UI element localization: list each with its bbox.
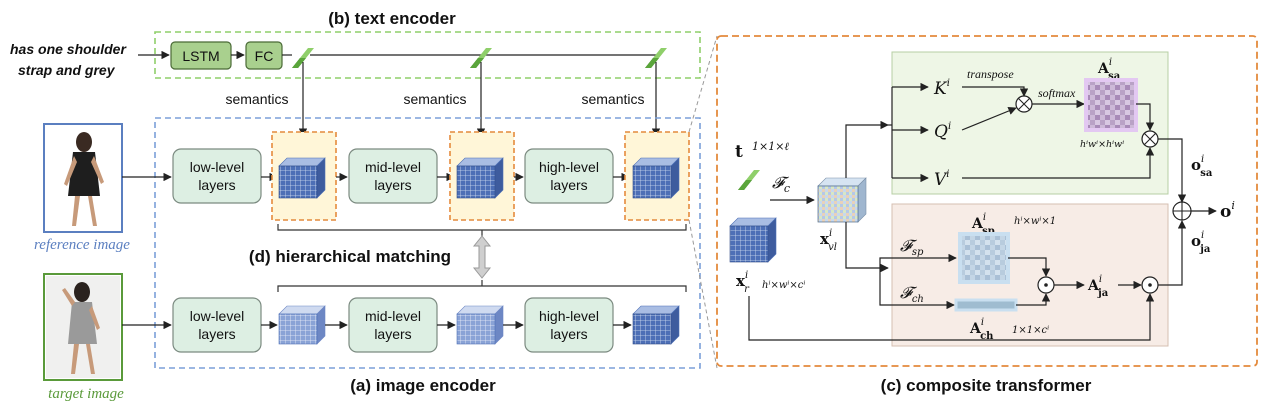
- image-encoder-title: (a) image encoder: [350, 376, 496, 395]
- a-sp-to-dot-arrow: [1008, 257, 1051, 277]
- o-ja-arrow: [1158, 220, 1187, 286]
- low-level-label-top-1: low-level: [190, 159, 244, 175]
- query-text-line2: strap and grey: [18, 62, 116, 78]
- t-vector-prism: [738, 170, 760, 190]
- q-symbol: Qi: [934, 121, 951, 142]
- f-sp-branch: [879, 253, 957, 268]
- q-to-mul-arrow: [961, 106, 1017, 131]
- high-level-block-top: [524, 148, 614, 204]
- a-sp-map: [958, 232, 1010, 284]
- a-ch-dim: 1×1×cⁱ: [1012, 325, 1049, 336]
- text-embedding-1: [292, 48, 314, 137]
- high-level-label-top-2: layers: [550, 177, 587, 193]
- semantics-label-1: semantics: [225, 91, 288, 107]
- feature-cube-bottom-3: [632, 305, 680, 345]
- joint-attention-panel: [891, 203, 1169, 347]
- reference-image: [43, 123, 123, 233]
- high-level-label-bottom-2: layers: [550, 326, 587, 342]
- low-level-label-bottom-2: layers: [198, 326, 235, 342]
- a-ch-to-dot-arrow: [1016, 293, 1051, 306]
- zoom-line-top: [688, 35, 718, 133]
- elementwise-op-1: [1037, 276, 1055, 294]
- image-encoder-box: [154, 117, 701, 369]
- x-vl-upper-branch: [845, 120, 889, 178]
- lstm-label: LSTM: [182, 48, 219, 64]
- low-level-block-top: [172, 148, 262, 204]
- mid-level-label-top-1: mid-level: [365, 159, 421, 175]
- semantics-label-3: semantics: [581, 91, 644, 107]
- feature-cube-top-1: [278, 157, 326, 199]
- low-level-label-top-2: layers: [198, 177, 235, 193]
- a-sa-dim: hⁱwⁱ×hⁱwⁱ: [1080, 139, 1124, 150]
- low-level-label-bottom-1: low-level: [190, 308, 244, 324]
- f-ch-branch: [879, 268, 955, 310]
- k-symbol: Ki: [933, 78, 950, 99]
- mid-level-label-top-2: layers: [374, 177, 411, 193]
- reference-caption: reference image: [34, 237, 130, 253]
- semantics-label-2: semantics: [403, 91, 466, 107]
- composite-title: (c) composite transformer: [881, 376, 1092, 395]
- high-level-block-bottom: [524, 297, 614, 353]
- x-vl-cube: [817, 177, 867, 223]
- zoom-line-bottom: [688, 219, 718, 369]
- target-caption: target image: [48, 386, 124, 402]
- t-dim: 1×1×ℓ: [752, 140, 789, 153]
- text-encoder-title: (b) text encoder: [328, 9, 456, 28]
- query-text-line1: has one shoulder: [10, 41, 127, 57]
- top-bracket: [277, 224, 687, 236]
- bottom-bracket: [277, 280, 687, 292]
- add-op: [1172, 201, 1192, 221]
- x-r-skip-path: [748, 293, 1155, 341]
- a-ch-vector: [954, 298, 1018, 312]
- v-symbol: Vi: [934, 169, 949, 190]
- softmax-label: softmax: [1038, 86, 1076, 100]
- mid-level-block-bottom: [348, 297, 438, 353]
- o-sa-arrow: [1158, 138, 1187, 203]
- feature-cube-bottom-1: [278, 305, 326, 345]
- feature-cube-top-2: [456, 157, 504, 199]
- feature-cube-bottom-2: [456, 305, 504, 345]
- low-level-block-bottom: [172, 297, 262, 353]
- a-sa-to-mul-arrow: [1136, 103, 1155, 131]
- v-to-mul-arrow: [962, 147, 1155, 179]
- x-r-dim: hⁱ×wⁱ×cⁱ: [762, 280, 805, 291]
- x-r-cube: [729, 217, 777, 263]
- text-embedding-2: [470, 48, 492, 137]
- hierarchical-matching-title: (d) hierarchical matching: [249, 247, 451, 266]
- matmul-op-2: [1141, 130, 1159, 148]
- transpose-label: transpose: [967, 67, 1014, 81]
- k-transpose-path: [962, 86, 1029, 97]
- x-vl-lower-branch: [845, 222, 889, 273]
- high-level-label-bottom-1: high-level: [539, 308, 599, 324]
- a-sa-map: [1084, 78, 1138, 132]
- high-level-label-top-1: high-level: [539, 159, 599, 175]
- elementwise-op-2: [1141, 276, 1159, 294]
- hierarchical-matching-arrow: [472, 235, 492, 279]
- a-sp-dim: hⁱ×wⁱ×1: [1014, 216, 1056, 227]
- matmul-op-1: [1015, 95, 1033, 113]
- fc-label: FC: [255, 48, 274, 64]
- feature-cube-top-3: [632, 157, 680, 199]
- t-symbol: t: [735, 142, 743, 162]
- target-image: [43, 273, 123, 381]
- mid-level-block-top: [348, 148, 438, 204]
- text-embedding-3: [645, 48, 667, 137]
- mid-level-label-bottom-1: mid-level: [365, 308, 421, 324]
- output-label: oi: [1220, 199, 1235, 222]
- mid-level-label-bottom-2: layers: [374, 326, 411, 342]
